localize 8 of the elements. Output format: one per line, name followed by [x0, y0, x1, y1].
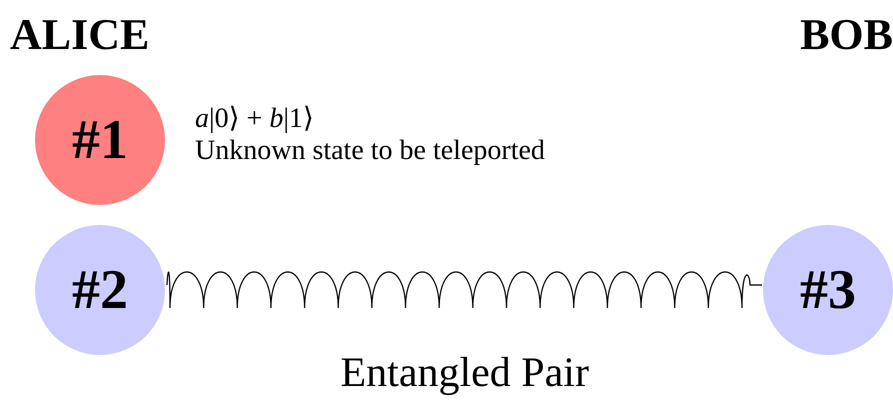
- state-formula: a|0⟩ + b|1⟩: [195, 103, 314, 135]
- state-caption: Unknown state to be teleported: [195, 135, 545, 167]
- party-heading: BOB: [800, 10, 893, 60]
- qubit-circle: #2: [35, 225, 165, 355]
- qubit-circle: #1: [35, 75, 165, 205]
- party-heading: ALICE: [10, 10, 150, 60]
- coil-connector: [166, 271, 763, 309]
- qubit-circle: #3: [763, 225, 893, 355]
